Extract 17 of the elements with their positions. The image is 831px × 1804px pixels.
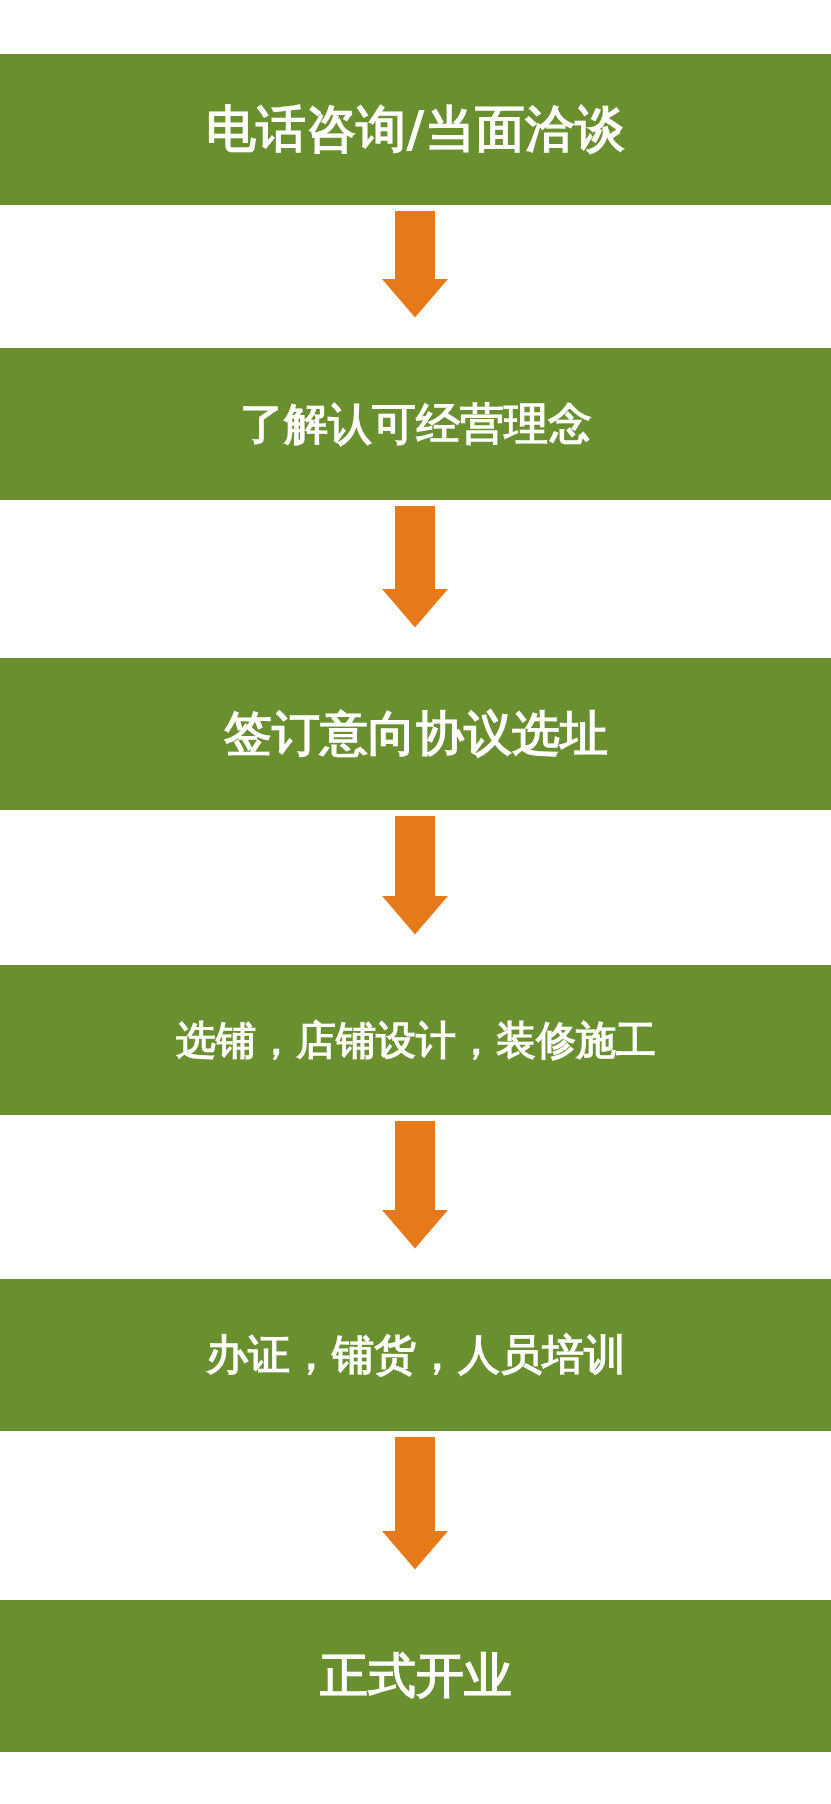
step-label: 签订意向协议选址 (223, 704, 608, 763)
step-label: 办证，铺货，人员培训 (205, 1329, 626, 1381)
down-arrow (382, 1121, 448, 1249)
process-box (0, 348, 831, 500)
process-box (0, 54, 831, 205)
process-box (0, 1279, 831, 1431)
step-label: 电话咨询/当面洽谈 (206, 99, 625, 160)
down-arrow (382, 1437, 448, 1570)
down-arrow (382, 816, 448, 935)
down-arrow (382, 211, 448, 318)
step-label: 了解认可经营理念 (239, 396, 592, 451)
step-label: 选铺，店铺设计，装修施工 (175, 1015, 656, 1065)
down-arrow (382, 506, 448, 628)
process-box (0, 658, 831, 810)
step-label: 正式开业 (319, 1646, 512, 1705)
process-box (0, 965, 831, 1115)
process-box (0, 1600, 831, 1752)
